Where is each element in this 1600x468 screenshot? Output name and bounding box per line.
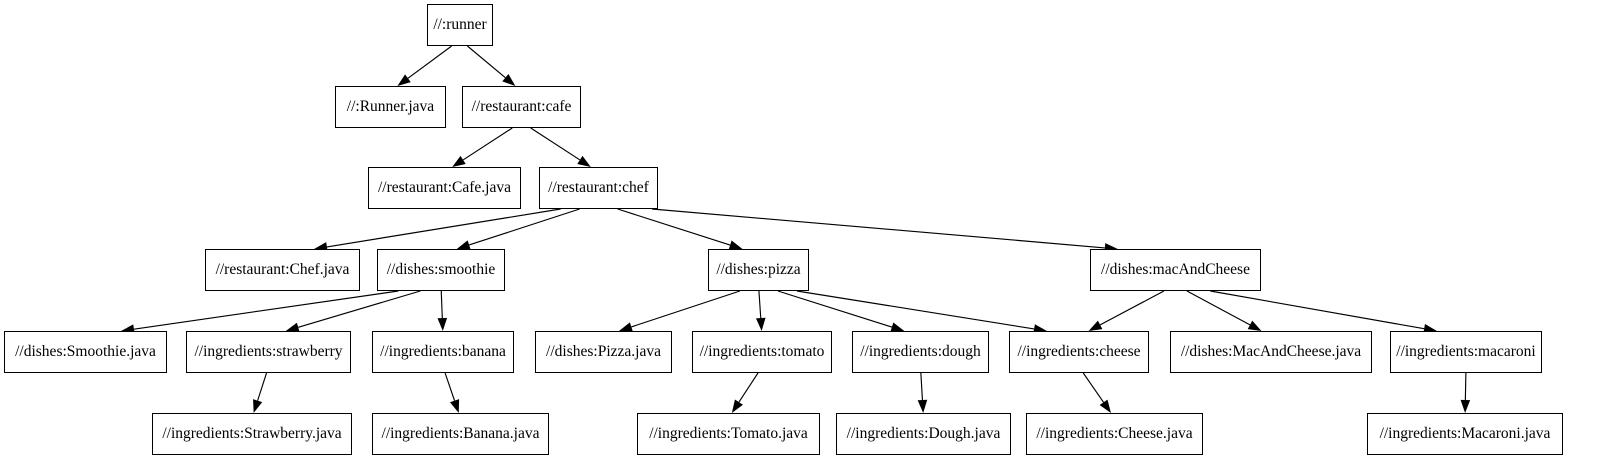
graph-node-macaroni_java[interactable]: //ingredients:Macaroni.java: [1367, 413, 1563, 455]
graph-node-banana_java[interactable]: //ingredients:Banana.java: [372, 413, 549, 455]
graph-node-label: //:Runner.java: [346, 98, 435, 116]
graph-edge-dishes_smoothie-to-ing_strawberry: [285, 290, 421, 332]
graph-edge-dishes_macandchs-to-ing_cheese: [1088, 290, 1165, 331]
arrowhead-icon: [1460, 399, 1471, 413]
arrowhead-icon: [1088, 320, 1103, 331]
arrowhead-icon: [253, 399, 263, 413]
graph-node-label: //ingredients:dough: [860, 343, 981, 361]
graph-node-dishes_macandchs[interactable]: //dishes:macAndCheese: [1090, 249, 1261, 291]
graph-node-label: //restaurant:Chef.java: [215, 261, 350, 279]
graph-node-label: //dishes:smoothie: [386, 261, 496, 279]
graph-edge-restaurant_chef-to-dishes_pizza: [617, 208, 743, 250]
arrowhead-icon: [450, 399, 460, 413]
graph-node-label: //ingredients:Tomato.java: [649, 425, 808, 443]
graph-node-dishes_smoothie[interactable]: //dishes:smoothie: [377, 249, 505, 291]
graph-node-ing_banana[interactable]: //ingredients:banana: [372, 331, 514, 373]
arrowhead-icon: [917, 399, 928, 413]
graph-node-label: //ingredients:Cheese.java: [1036, 425, 1193, 443]
graph-node-label: //ingredients:strawberry: [194, 343, 343, 361]
graph-edge-dishes_pizza-to-ing_tomato: [755, 290, 766, 331]
graph-edge-dishes_macandchs-to-ing_macaroni: [1210, 290, 1437, 334]
graph-node-label: //ingredients:tomato: [699, 343, 825, 361]
graph-node-label: //restaurant:Cafe.java: [378, 179, 511, 197]
graph-node-dough_java[interactable]: //ingredients:Dough.java: [836, 413, 1011, 455]
graph-node-smoothie_java[interactable]: //dishes:Smoothie.java: [4, 331, 167, 373]
graph-edge-restaurant_chef-to-dishes_smoothie: [456, 208, 580, 250]
graph-node-ing_cheese[interactable]: //ingredients:cheese: [1009, 331, 1149, 373]
graph-node-label: //dishes:Smoothie.java: [15, 343, 156, 361]
arrowhead-icon: [577, 155, 591, 167]
graph-edge-dishes_smoothie-to-ing_banana: [437, 290, 448, 331]
arrowhead-icon: [397, 74, 411, 86]
graph-node-label: //:runner: [433, 16, 487, 34]
arrowhead-icon: [452, 155, 466, 167]
arrowhead-icon: [437, 317, 448, 331]
graph-edge-runner-to-restaurant_cafe: [467, 45, 516, 86]
graph-edge-ing_cheese-to-cheese_java: [1082, 372, 1111, 413]
graph-edge-runner-to-runner_java: [397, 45, 453, 86]
graph-node-runner_java[interactable]: //:Runner.java: [335, 86, 446, 128]
arrowhead-icon: [502, 73, 516, 86]
graph-edge-dishes_macandchs-to-macandcheese_java: [1186, 290, 1262, 331]
arrowhead-icon: [731, 399, 743, 413]
arrowhead-icon: [1099, 399, 1111, 413]
graph-node-label: //ingredients:Dough.java: [846, 425, 1001, 443]
graph-node-cheese_java[interactable]: //ingredients:Cheese.java: [1026, 413, 1203, 455]
graph-edge-dishes_pizza-to-ing_dough: [777, 290, 905, 332]
graph-node-label: //ingredients:Banana.java: [381, 425, 540, 443]
graph-node-tomato_java[interactable]: //ingredients:Tomato.java: [637, 413, 820, 455]
graph-node-label: //dishes:MacAndCheese.java: [1180, 343, 1362, 361]
graph-node-dishes_pizza[interactable]: //dishes:pizza: [708, 249, 809, 291]
graph-node-restaurant_chef[interactable]: //restaurant:chef: [539, 167, 658, 209]
graph-edge-ing_macaroni-to-macaroni_java: [1460, 372, 1471, 413]
graph-edge-dishes_pizza-to-pizza_java: [619, 290, 741, 332]
graph-edge-dishes_smoothie-to-smoothie_java: [121, 290, 399, 334]
graph-node-runner[interactable]: //:runner: [427, 4, 493, 46]
graph-edge-restaurant_chef-to-chef_java: [314, 208, 561, 252]
arrowhead-icon: [1247, 320, 1262, 331]
graph-node-label: //dishes:pizza: [716, 261, 801, 279]
graph-node-chef_java[interactable]: //restaurant:Chef.java: [205, 249, 360, 291]
graph-node-strawberry_java[interactable]: //ingredients:Strawberry.java: [152, 413, 352, 455]
arrowhead-icon: [755, 317, 766, 331]
graph-node-label: //restaurant:cafe: [471, 98, 572, 116]
graph-node-label: //ingredients:cheese: [1017, 343, 1141, 361]
graph-node-ing_tomato[interactable]: //ingredients:tomato: [692, 331, 832, 373]
graph-edge-dishes_pizza-to-ing_cheese: [796, 290, 1047, 334]
graph-node-pizza_java[interactable]: //dishes:Pizza.java: [535, 331, 672, 373]
graph-node-ing_macaroni[interactable]: //ingredients:macaroni: [1390, 331, 1542, 373]
graph-node-label: //ingredients:Strawberry.java: [162, 425, 342, 443]
graph-node-ing_strawberry[interactable]: //ingredients:strawberry: [186, 331, 351, 373]
graph-node-label: //ingredients:Macaroni.java: [1379, 425, 1551, 443]
graph-node-macandcheese_java[interactable]: //dishes:MacAndCheese.java: [1170, 331, 1372, 373]
graph-edge-ing_strawberry-to-strawberry_java: [253, 372, 268, 413]
graph-edge-restaurant_chef-to-dishes_macandchs: [651, 208, 1118, 253]
graph-edge-ing_dough-to-dough_java: [917, 372, 928, 413]
graph-node-label: //dishes:macAndCheese: [1101, 261, 1250, 279]
graph-node-ing_dough[interactable]: //ingredients:dough: [852, 331, 989, 373]
graph-edge-ing_tomato-to-tomato_java: [731, 372, 759, 413]
graph-node-label: //dishes:Pizza.java: [546, 343, 661, 361]
graph-node-label: //restaurant:chef: [548, 179, 649, 197]
graph-node-cafe_java[interactable]: //restaurant:Cafe.java: [368, 167, 521, 209]
graph-node-restaurant_cafe[interactable]: //restaurant:cafe: [462, 86, 581, 128]
graph-node-label: //ingredients:banana: [380, 343, 506, 361]
graph-edge-restaurant_cafe-to-restaurant_chef: [530, 127, 591, 167]
graph-edge-ing_banana-to-banana_java: [444, 372, 460, 413]
graph-node-label: //ingredients:macaroni: [1396, 343, 1536, 361]
graph-edge-restaurant_cafe-to-cafe_java: [452, 127, 513, 167]
